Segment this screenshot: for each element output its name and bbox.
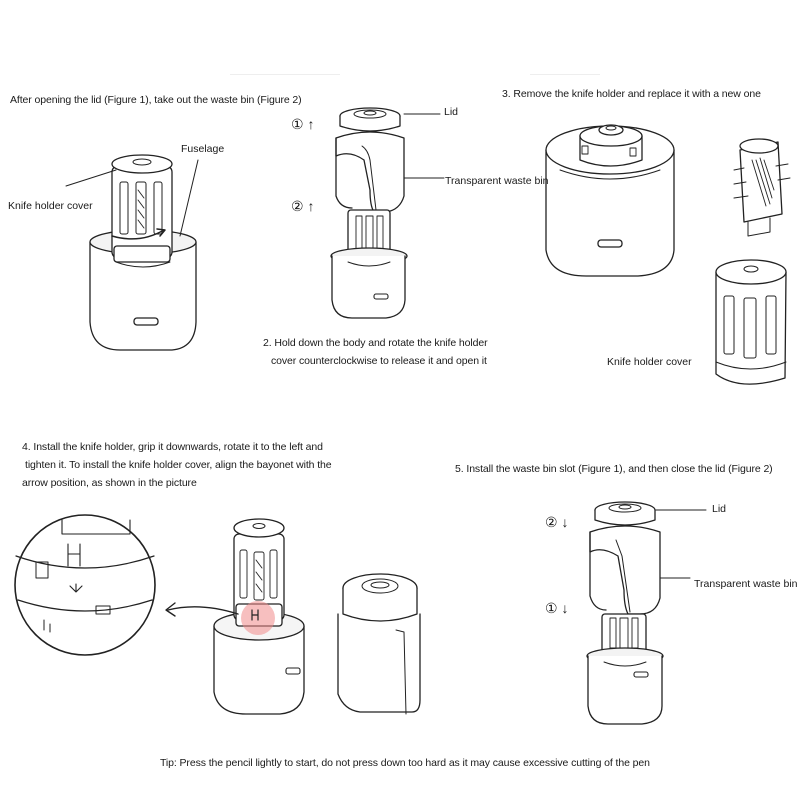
step5-caption: 5. Install the waste bin slot (Figure 1)…: [455, 463, 773, 475]
figure-step1: [65, 154, 199, 351]
lid-label-2: Lid: [712, 503, 727, 515]
step4-caption-line1: 4. Install the knife holder, grip it dow…: [22, 441, 323, 453]
lid-label: Lid: [444, 106, 459, 118]
step4-caption-line2: tighten it. To install the knife holder …: [25, 459, 332, 471]
knife-holder-cover-label: Knife holder cover: [8, 200, 93, 212]
transparent-waste-bin-label-2: Transparent waste bin: [694, 578, 798, 590]
marker-two-down: ② ↓: [545, 514, 569, 530]
fuselage-label: Fuselage: [181, 143, 225, 155]
figure-step4: [14, 514, 421, 715]
knife-holder-cover-label-2: Knife holder cover: [607, 356, 692, 368]
step4-caption-line3: arrow position, as shown in the picture: [22, 477, 197, 489]
marker-two-up: ② ↑: [291, 198, 315, 214]
transparent-waste-bin-label: Transparent waste bin: [445, 175, 549, 187]
step3-caption: 3. Remove the knife holder and replace i…: [502, 88, 761, 100]
watermark-line: [230, 74, 340, 75]
step1-caption: After opening the lid (Figure 1), take o…: [10, 94, 302, 106]
watermark-line: [530, 74, 600, 75]
step2-caption-line1: 2. Hold down the body and rotate the kni…: [263, 337, 488, 349]
figure-step5: [586, 501, 707, 725]
marker-one-down: ① ↓: [545, 600, 569, 616]
figure-step2: [330, 107, 445, 319]
marker-one-up: ① ↑: [291, 116, 315, 132]
step2-caption-line2: cover counterclockwise to release it and…: [271, 355, 487, 367]
tip-text: Tip: Press the pencil lightly to start, …: [160, 757, 650, 769]
figure-step3: [545, 124, 791, 385]
